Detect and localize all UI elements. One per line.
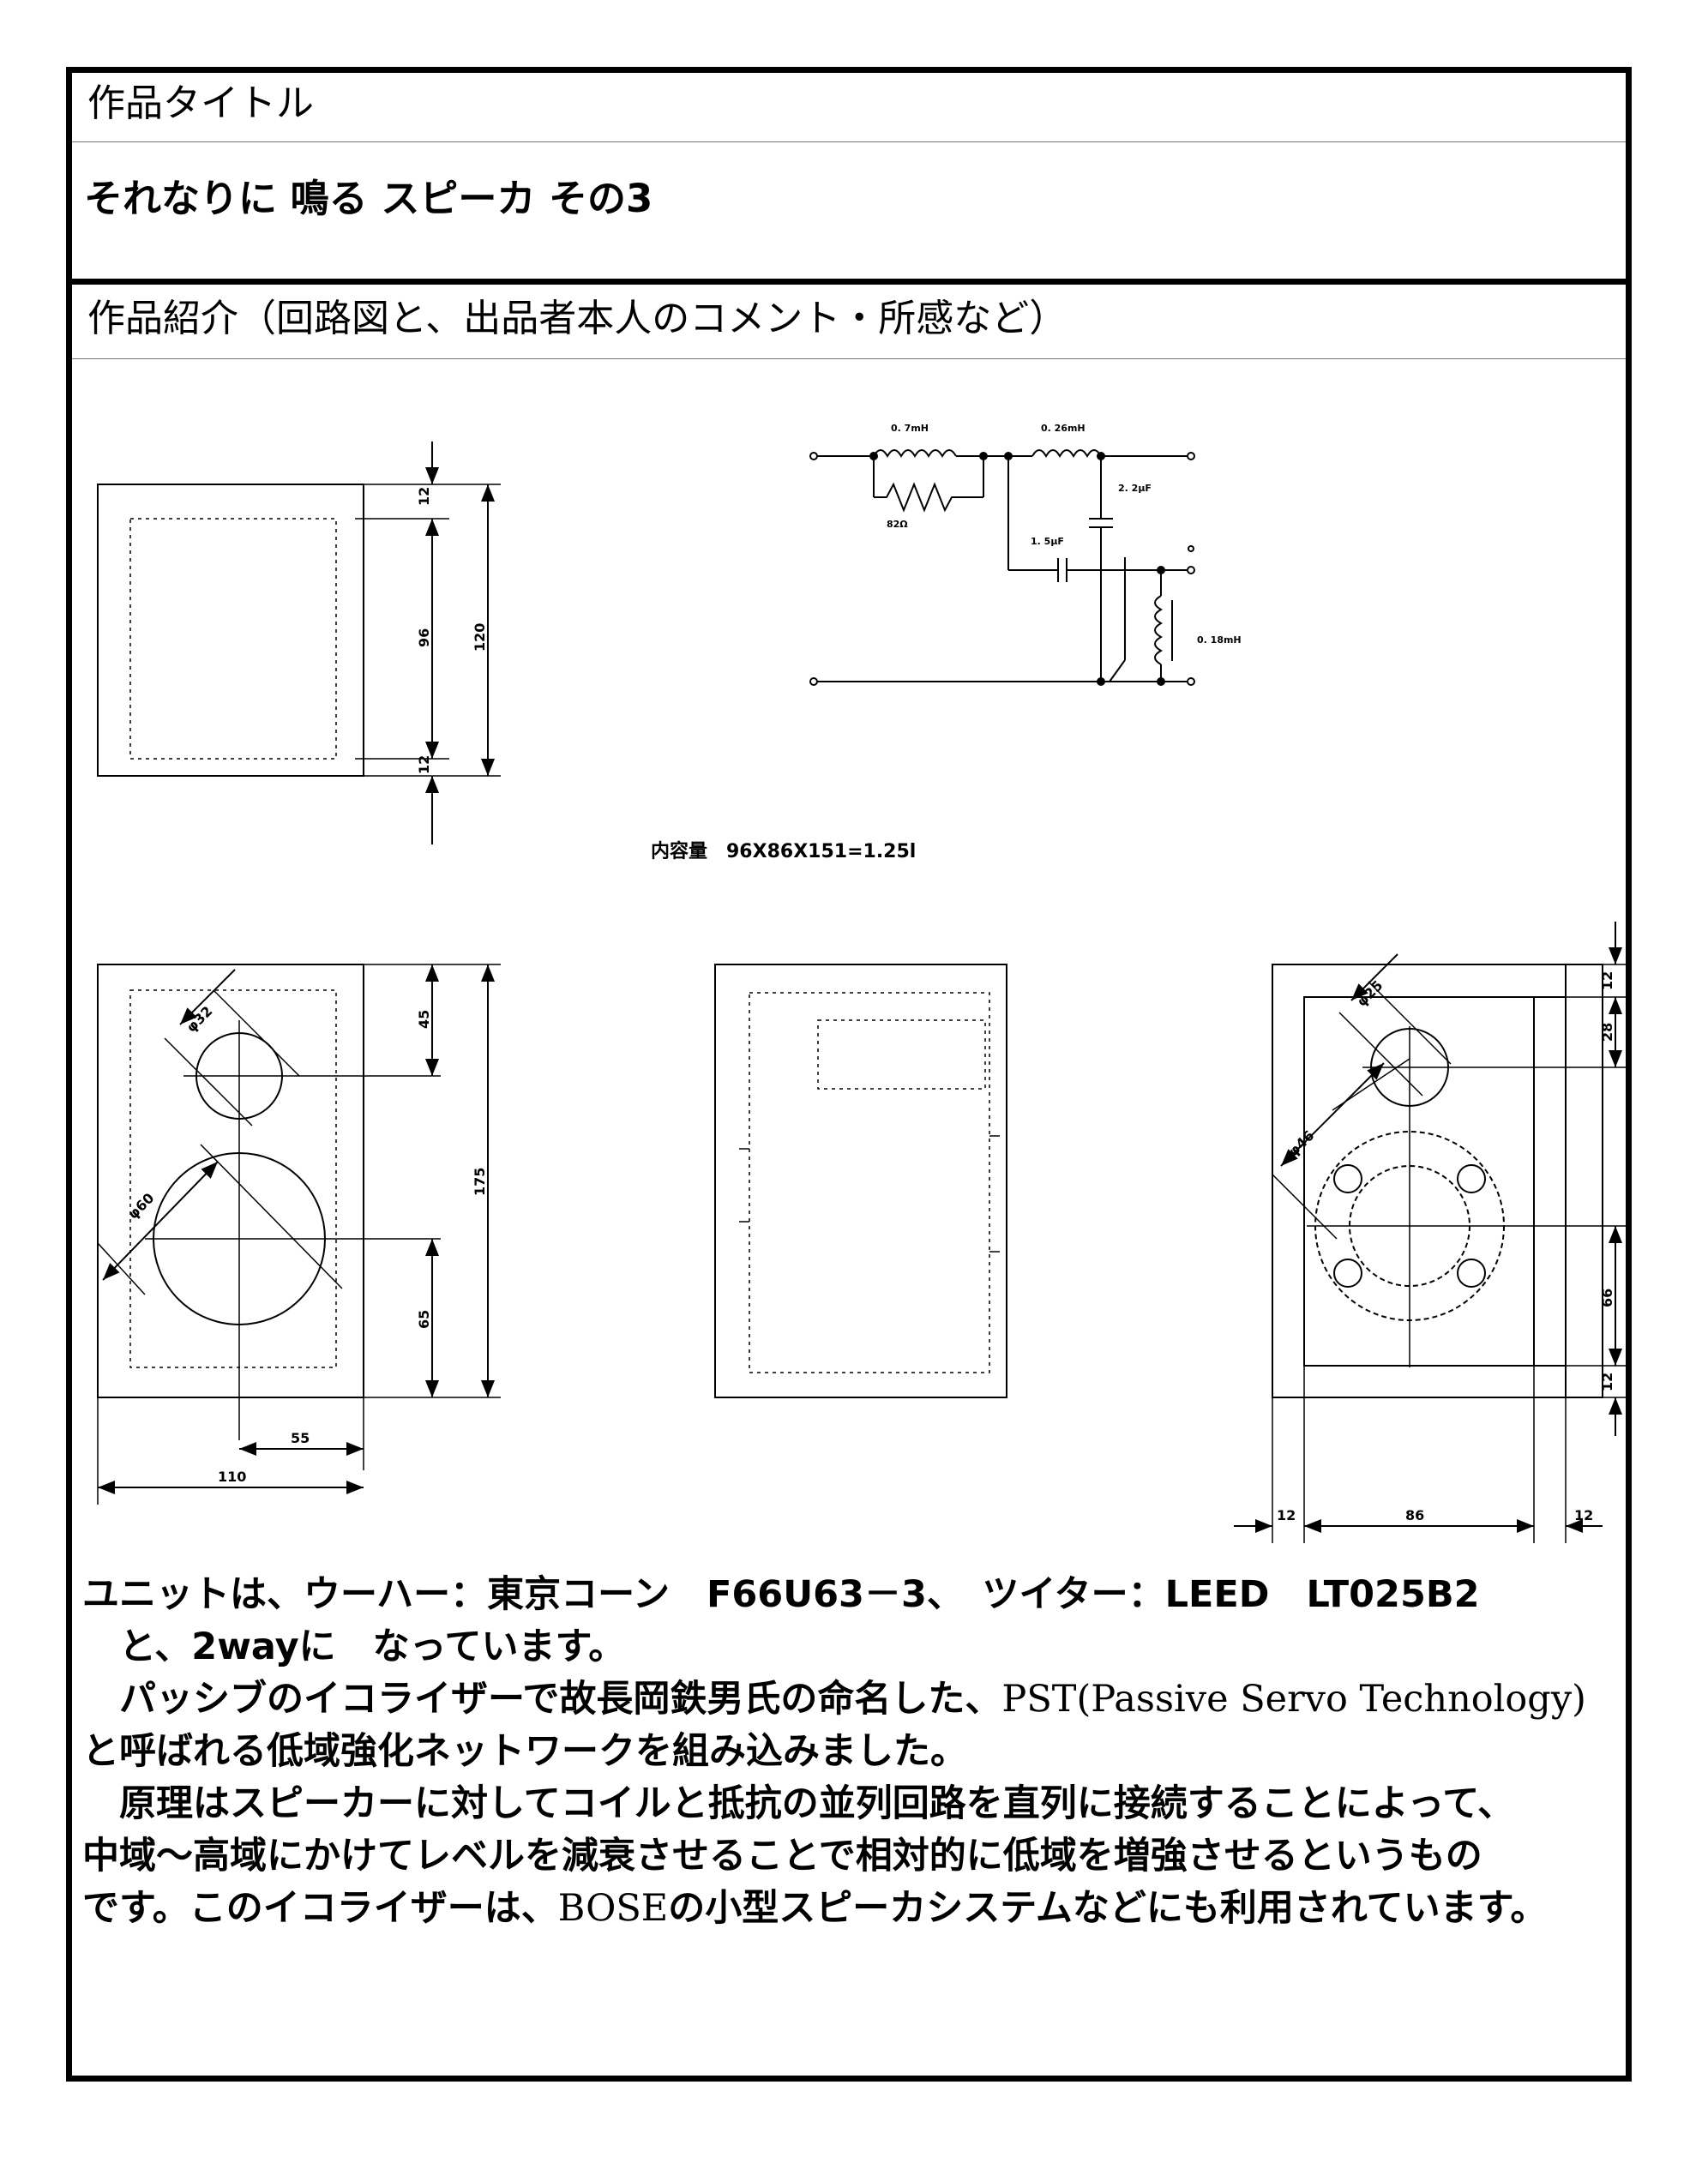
drawings-area: 0. 7mH 82Ω 0. 26mH 2. 2μF 1. 5μF 0. 18mH…: [97, 423, 1626, 1543]
dia-rear-46: φ46: [1284, 1127, 1317, 1160]
title-divider: [72, 141, 1626, 142]
dim-top-96: 96: [416, 628, 432, 647]
description-line: 原理はスピーカーに対してコイルと抵抗の並列回路を直列に接続することによって、: [82, 1782, 1515, 1825]
dim-top-120: 120: [472, 623, 488, 652]
dim-rear-12b: 12: [1599, 1373, 1615, 1391]
bose-term: BOSE: [557, 1887, 669, 1930]
dim-front-65: 65: [416, 1310, 432, 1329]
label-l1: 0. 7mH: [891, 423, 929, 434]
intro-label: 作品紹介（回路図と、出品者本人のコメント・所感など）: [87, 297, 1068, 340]
description-line: ユニットは、ウーハー：東京コーン F66U63－3、 ツイター：LEED LT0…: [82, 1573, 1480, 1616]
dia-front-60: φ60: [124, 1190, 157, 1223]
section-divider: [72, 279, 1626, 285]
dim-rear-12l: 12: [1277, 1507, 1296, 1523]
side-view-drawing: [714, 964, 1007, 1398]
dia-front-32: φ32: [183, 1003, 215, 1036]
description-line: です。このイコライザーは、BOSEの小型スピーカシステムなどにも利用されています…: [82, 1883, 1626, 1935]
inductor-l2: [1031, 449, 1102, 459]
volume-caption: 内容量 96X86X151=1.25l: [651, 841, 917, 862]
description-segment: パッシブのイコライザーで故長岡鉄男氏の命名した、: [82, 1678, 1002, 1721]
label-l3: 0. 18mH: [1197, 634, 1242, 646]
dim-top-12a: 12: [416, 487, 432, 506]
dim-top-12b: 12: [416, 755, 432, 774]
dim-front-55: 55: [291, 1430, 310, 1446]
description-segment: の小型スピーカシステムなどにも利用されています。: [668, 1887, 1548, 1930]
front-view-drawing: [97, 964, 501, 1505]
label-c2: 1. 5μF: [1031, 536, 1064, 547]
dim-front-45: 45: [416, 1010, 432, 1029]
description-segment: です。このイコライザーは、: [82, 1887, 558, 1930]
description-line: 中域～高域にかけてレベルを減衰させることで相対的に低域を増強させるというもの: [82, 1835, 1482, 1878]
work-title: それなりに 鳴る スピーカ その3: [84, 176, 653, 221]
entry-sheet-frame: 作品タイトル それなりに 鳴る スピーカ その3 作品紹介（回路図と、出品者本人…: [66, 67, 1632, 2082]
label-c1: 2. 2μF: [1118, 483, 1152, 494]
inductor-l1: [873, 449, 957, 459]
dim-rear-86: 86: [1405, 1507, 1424, 1523]
intro-divider: [72, 358, 1626, 359]
description-line: と呼ばれる低域強化ネットワークを組み込みました。: [82, 1730, 967, 1773]
dim-rear-12r: 12: [1574, 1507, 1593, 1523]
crossover-schematic: [809, 449, 1195, 686]
dim-front-110: 110: [218, 1469, 246, 1485]
description-line: と、2wayに なっています。: [82, 1625, 626, 1668]
dim-rear-12t: 12: [1599, 971, 1615, 990]
title-label: 作品タイトル: [87, 81, 314, 125]
rear-view-drawing: [1234, 922, 1626, 1543]
top-view-drawing: [97, 442, 501, 844]
dia-rear-25: φ25: [1353, 977, 1386, 1010]
pst-term: PST(Passive Servo Technology): [1001, 1678, 1586, 1721]
description-text: ユニットは、ウーハー：東京コーン F66U63－3、 ツイター：LEED LT0…: [82, 1569, 1626, 1935]
dim-rear-28: 28: [1599, 1023, 1615, 1042]
inductor-l3: [1154, 595, 1164, 665]
label-l2: 0. 26mH: [1041, 423, 1086, 434]
description-line: パッシブのイコライザーで故長岡鉄男氏の命名した、PST(Passive Serv…: [82, 1673, 1626, 1726]
dim-rear-66: 66: [1599, 1289, 1615, 1307]
resistor-r1: [874, 482, 983, 513]
dim-front-175: 175: [472, 1168, 488, 1196]
label-r1: 82Ω: [887, 519, 908, 530]
